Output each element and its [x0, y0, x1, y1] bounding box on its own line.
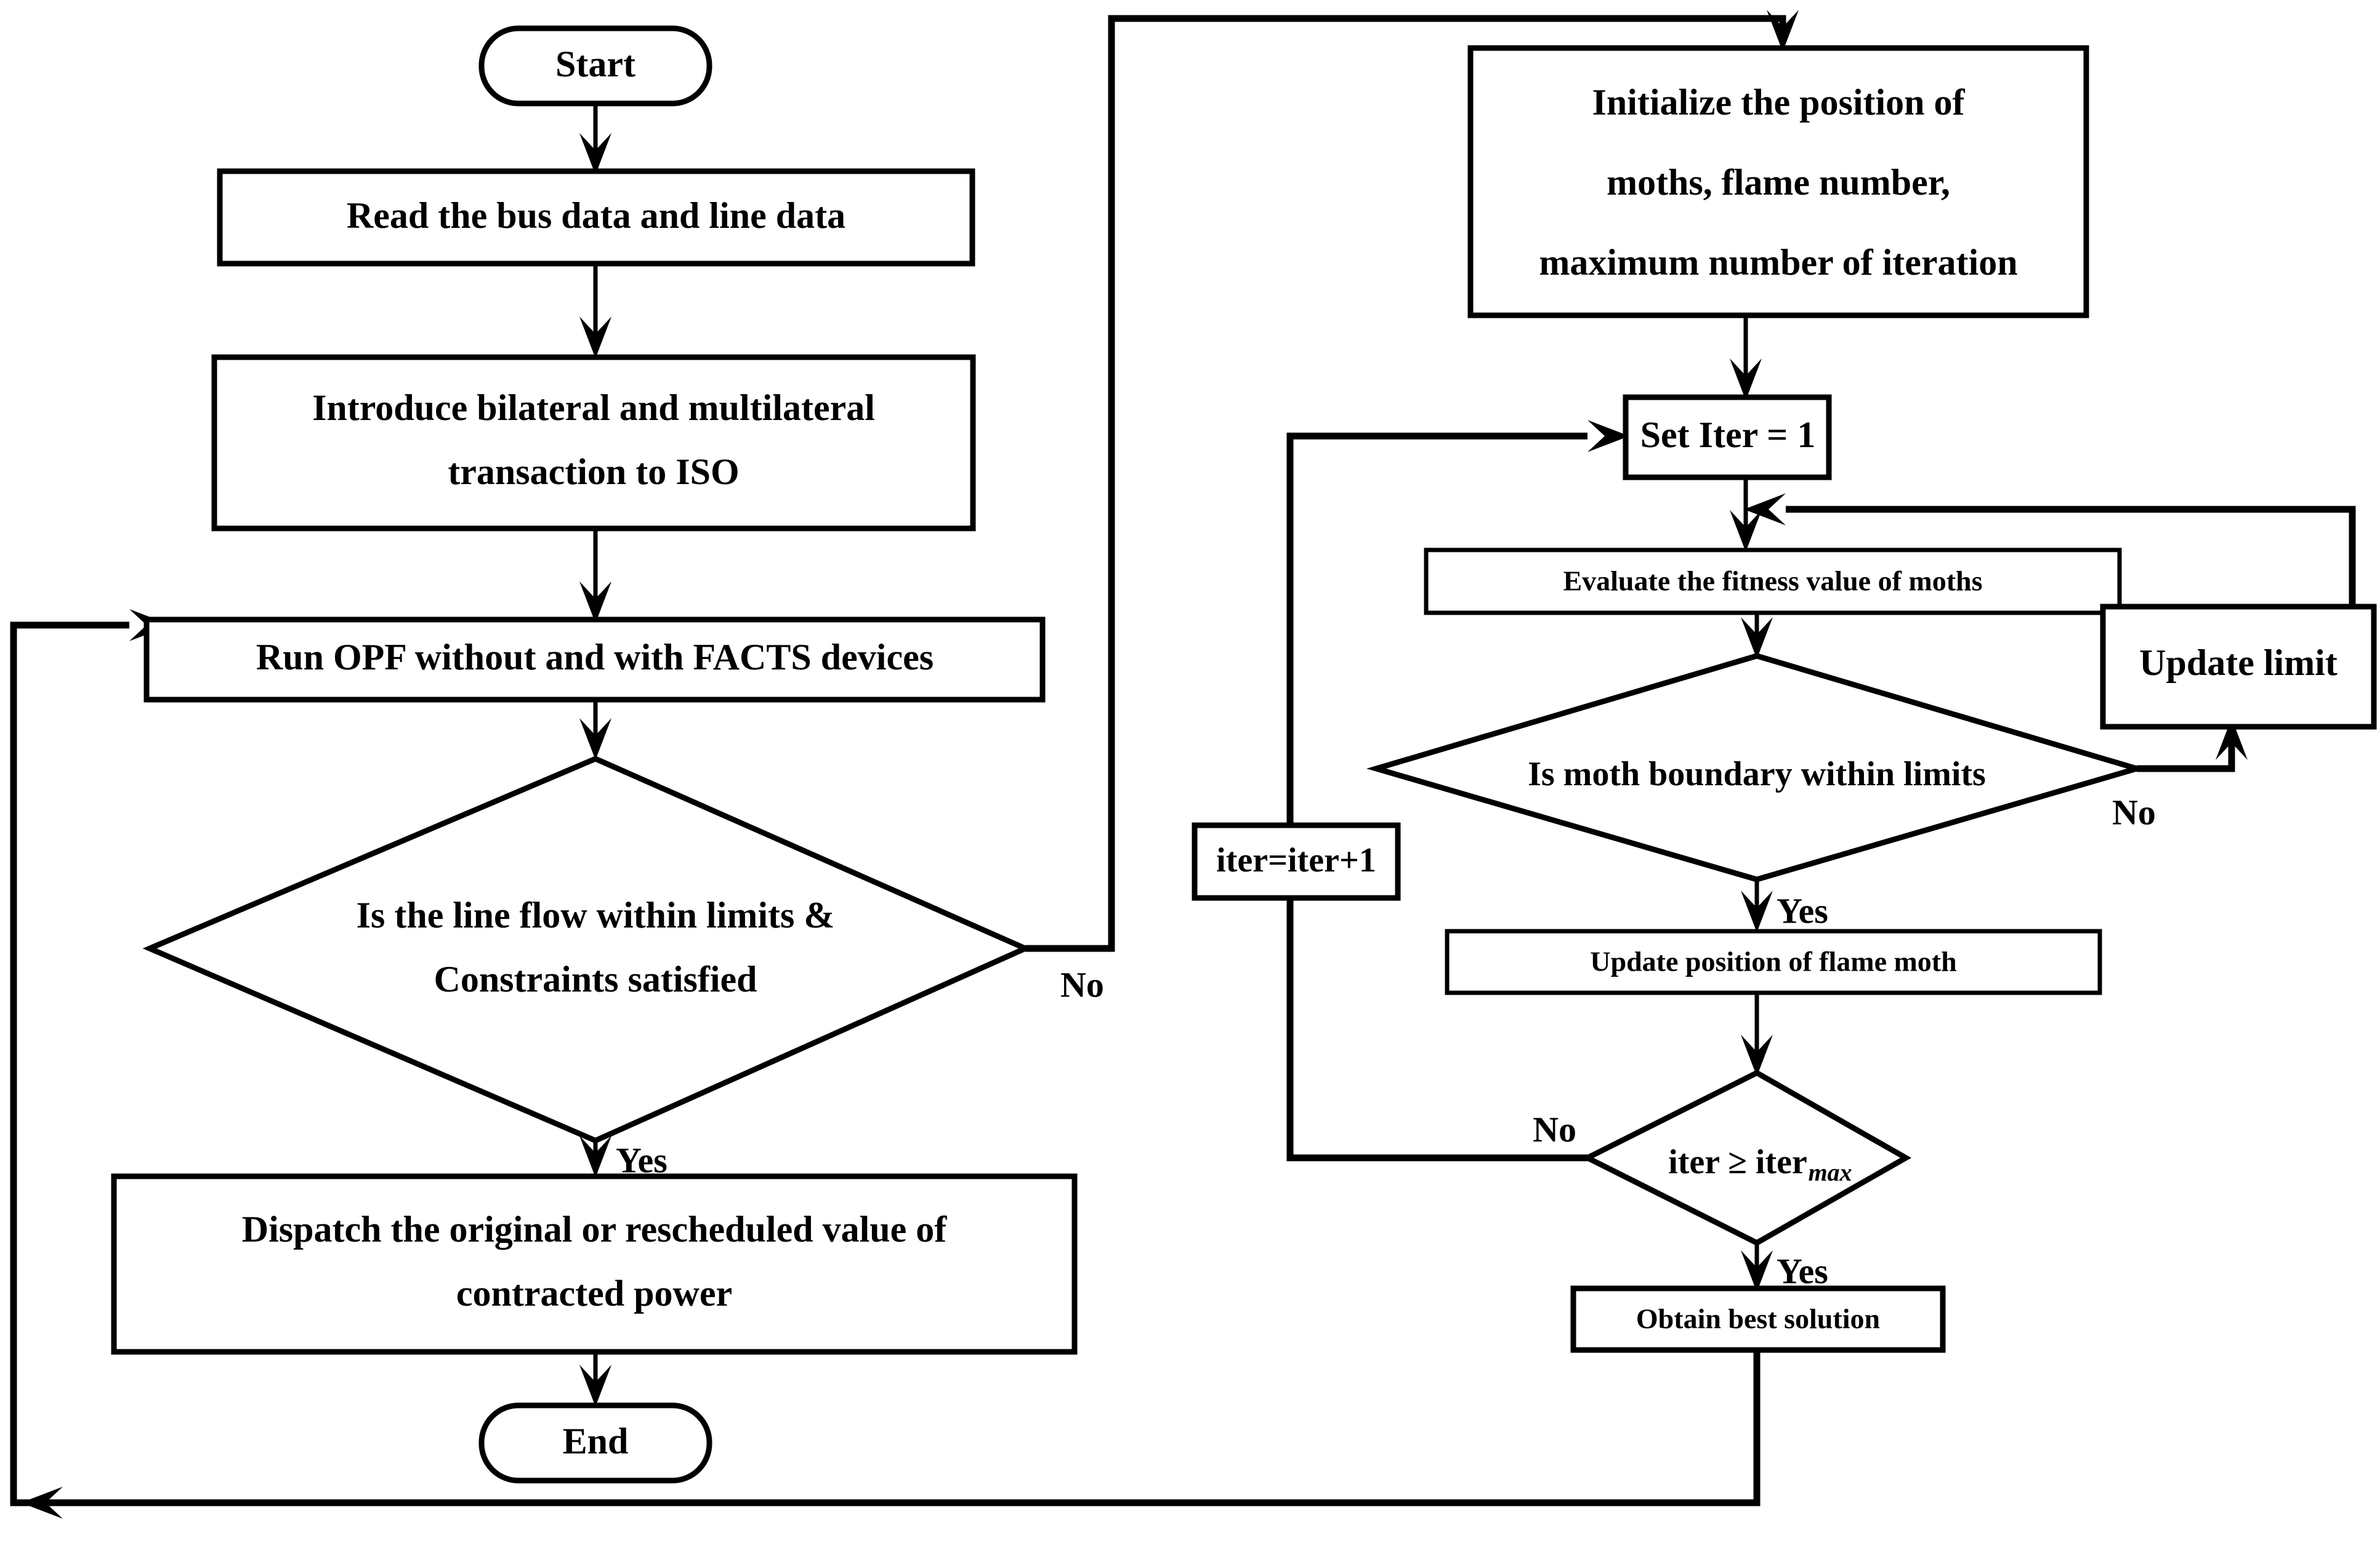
- node-obtain-best-label: Obtain best solution: [1636, 1303, 1880, 1335]
- node-line-flow-line2: Constraints satisfied: [434, 959, 757, 1000]
- node-initialize-line2: moths, flame number,: [1607, 162, 1950, 203]
- edge-introduce-to-runopf: [579, 528, 611, 623]
- node-run-opf-label: Run OPF without and with FACTS devices: [256, 637, 934, 677]
- node-obtain-best[interactable]: Obtain best solution: [1570, 1285, 1946, 1353]
- edge-itermax-yes-to-obtainbest: [1741, 1241, 1773, 1292]
- node-run-opf[interactable]: Run OPF without and with FACTS devices: [143, 616, 1046, 703]
- node-start-label: Start: [555, 44, 635, 84]
- node-line-flow-line1: Is the line flow within limits &: [357, 895, 835, 936]
- edge-label-itermax-yes: Yes: [1777, 1251, 1828, 1291]
- edge-setiter-to-evaluate: [1730, 477, 1762, 552]
- edge-updatelimit-to-evaluate: [1744, 493, 2356, 641]
- node-update-limit-label: Update limit: [2139, 642, 2338, 683]
- node-dispatch-line2: contracted power: [456, 1273, 732, 1314]
- node-read-data-label: Read the bus data and line data: [347, 195, 845, 236]
- node-iter-max-label: iter ≥ iter: [1668, 1143, 1807, 1181]
- edge-itermax-no-loopback: [1286, 420, 1629, 1162]
- edge-obtainbest-feedback-to-runopf: [10, 609, 1761, 1519]
- edge-runopf-to-lineflow: [579, 699, 611, 760]
- node-update-limit[interactable]: Update limit: [2100, 604, 2377, 730]
- node-iter-counter-label: iter=iter+1: [1216, 841, 1376, 879]
- node-moth-boundary-decision[interactable]: Is moth boundary within limits: [1366, 653, 2147, 883]
- node-update-position[interactable]: Update position of flame moth: [1445, 929, 2102, 995]
- node-introduce-line1: Introduce bilateral and multilateral: [312, 387, 875, 428]
- node-line-flow-decision[interactable]: Is the line flow within limits & Constra…: [142, 756, 1033, 1144]
- edge-label-moth-yes: Yes: [1777, 891, 1828, 931]
- node-read-data[interactable]: Read the bus data and line data: [217, 168, 975, 267]
- edge-moth-no-to-updatelimit: [2137, 718, 2248, 772]
- node-introduce-line2: transaction to ISO: [448, 451, 739, 492]
- edge-label-line-flow-no: No: [1060, 964, 1104, 1004]
- node-introduce-transaction[interactable]: Introduce bilateral and multilateral tra…: [211, 354, 976, 531]
- node-iter-max-subscript: max: [1808, 1158, 1852, 1186]
- node-update-position-label: Update position of flame moth: [1590, 946, 1956, 977]
- node-end[interactable]: End: [478, 1402, 712, 1484]
- node-moth-boundary-label: Is moth boundary within limits: [1528, 755, 1986, 793]
- node-start[interactable]: Start: [478, 25, 712, 107]
- edge-dispatch-to-end: [579, 1352, 611, 1407]
- edge-label-itermax-no: No: [1533, 1109, 1576, 1149]
- node-iter-counter[interactable]: iter=iter+1: [1192, 822, 1401, 901]
- node-end-label: End: [563, 1421, 629, 1461]
- node-dispatch-line1: Dispatch the original or rescheduled val…: [242, 1209, 947, 1250]
- node-evaluate-fitness[interactable]: Evaluate the fitness value of moths: [1424, 548, 2122, 615]
- edge-label-line-flow-yes: Yes: [616, 1140, 668, 1180]
- node-iter-max-decision[interactable]: iter ≥ iter max: [1581, 1069, 1912, 1247]
- node-initialize-line1: Initialize the position of: [1592, 82, 1965, 123]
- node-initialize[interactable]: Initialize the position of moths, flame …: [1467, 45, 2089, 318]
- edge-label-moth-no: No: [2112, 792, 2156, 832]
- node-dispatch[interactable]: Dispatch the original or rescheduled val…: [111, 1173, 1078, 1355]
- edge-initialize-to-setiter: [1730, 315, 1762, 400]
- node-set-iter-label: Set Iter = 1: [1640, 414, 1816, 455]
- edge-updateposition-to-itermax: [1741, 993, 1773, 1077]
- edge-start-to-read: [579, 103, 611, 175]
- node-set-iter[interactable]: Set Iter = 1: [1623, 394, 1832, 480]
- edge-lineflow-no-to-initialize: [1025, 10, 1799, 952]
- node-initialize-line3: maximum number of iteration: [1539, 242, 2017, 283]
- edge-moth-yes-to-updateposition: [1741, 878, 1773, 932]
- edge-evaluate-to-mothdiamond: [1741, 613, 1773, 659]
- node-evaluate-fitness-label: Evaluate the fitness value of moths: [1563, 565, 1982, 597]
- edge-lineflow-yes-to-dispatch: [579, 1136, 611, 1178]
- edge-read-to-introduce: [579, 264, 611, 358]
